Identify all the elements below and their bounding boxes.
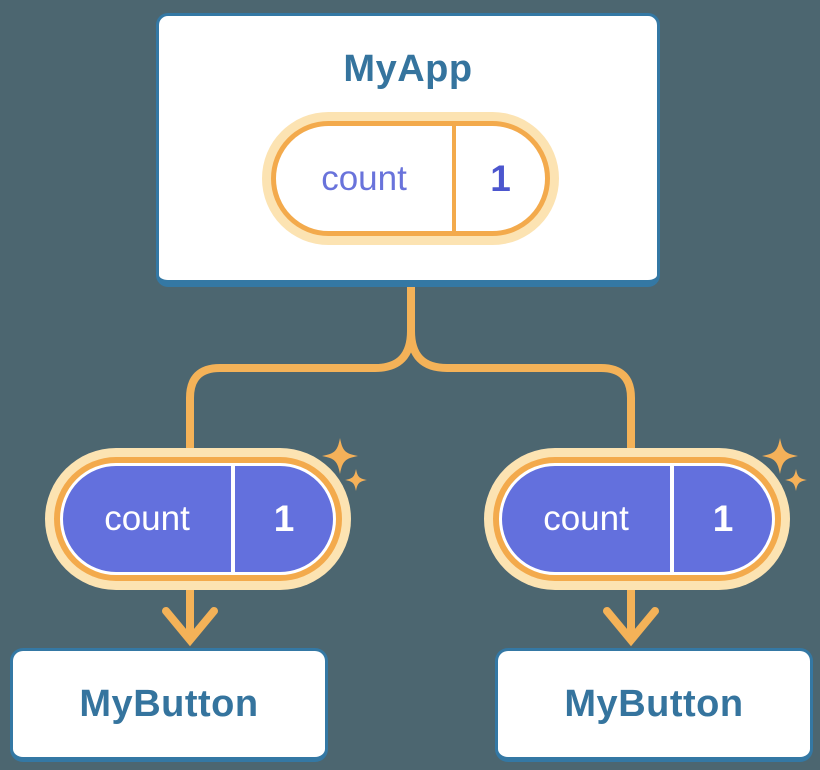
state-name: count bbox=[104, 499, 190, 538]
pill-divider bbox=[670, 466, 674, 572]
state-pill-root: count 1 bbox=[271, 121, 550, 236]
sparkle-icon bbox=[762, 438, 807, 491]
state-pill-child-left: count 1 bbox=[60, 463, 336, 575]
pill-divider bbox=[231, 466, 235, 572]
component-label: MyButton bbox=[564, 682, 744, 725]
component-label: MyButton bbox=[79, 682, 259, 725]
branch-right-line bbox=[407, 286, 635, 470]
arrow-down-icon bbox=[162, 584, 218, 647]
state-value: 1 bbox=[712, 498, 734, 539]
branch-left-line bbox=[186, 286, 415, 470]
state-name: count bbox=[321, 158, 407, 198]
tree-branch-lines bbox=[186, 286, 635, 470]
sparkle-icon bbox=[322, 438, 367, 491]
state-value: 1 bbox=[490, 157, 511, 199]
state-value: 1 bbox=[273, 498, 295, 539]
myapp-card: MyApp bbox=[156, 13, 660, 287]
mybutton-card-right: MyButton bbox=[495, 648, 813, 762]
state-name: count bbox=[543, 499, 629, 538]
component-label: MyApp bbox=[343, 48, 473, 90]
arrow-down-icon bbox=[603, 584, 659, 647]
mybutton-card-left: MyButton bbox=[10, 648, 328, 762]
state-pill-child-right: count 1 bbox=[499, 463, 775, 575]
pill-divider bbox=[452, 126, 456, 231]
